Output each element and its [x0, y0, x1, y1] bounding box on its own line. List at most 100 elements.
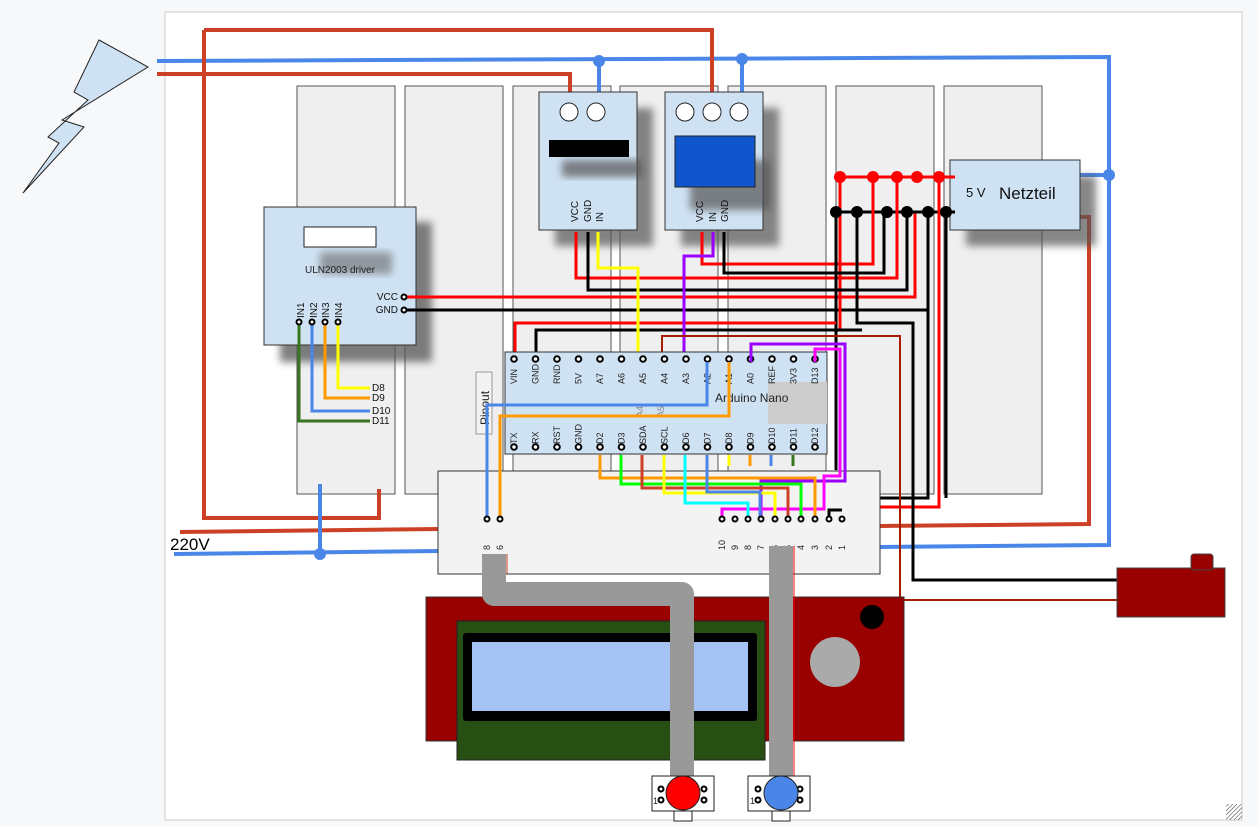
rotary-encoder-knob[interactable] — [810, 637, 860, 687]
psu-title: Netzteil — [999, 184, 1056, 203]
connector-pin-label: 1 — [837, 545, 847, 550]
uln-title: ULN2003 driver — [305, 265, 376, 276]
terminal — [729, 102, 749, 122]
faint-label: A4 — [635, 406, 645, 417]
connector-pin-label: 4 — [796, 545, 806, 550]
arduino-pin[interactable] — [768, 355, 776, 363]
connector-pin-label: 6 — [495, 545, 505, 550]
arduino-pin[interactable] — [639, 355, 647, 363]
arduino-pin[interactable] — [617, 443, 626, 451]
pinout-button[interactable]: Pinout — [475, 371, 493, 435]
button-pin-label: 1 — [653, 796, 658, 806]
relay-pin-label: GND — [720, 200, 731, 222]
arduino-pin[interactable] — [703, 443, 712, 451]
connector-pin[interactable] — [771, 515, 779, 523]
connector-pin[interactable] — [744, 515, 752, 523]
arduino-pin[interactable] — [789, 443, 798, 451]
junction-dot — [593, 55, 605, 67]
arduino-pin-label: D13 — [810, 367, 820, 384]
arduino-pin-label: GND — [574, 424, 584, 445]
relay-module-1[interactable]: VCC GND IN — [538, 91, 653, 246]
connector-pin[interactable] — [757, 515, 765, 523]
uln-pin-label: IN2 — [309, 302, 320, 318]
lcd-display-module[interactable] — [425, 596, 905, 761]
usb-port — [768, 382, 827, 424]
resize-handle[interactable] — [1226, 804, 1242, 820]
junction-dot — [736, 53, 748, 65]
connector-pin[interactable] — [718, 515, 726, 523]
uln-wire-label: D9 — [372, 393, 385, 404]
stepper-motor[interactable] — [1116, 553, 1226, 618]
arduino-pin[interactable] — [596, 443, 604, 451]
arduino-pin[interactable] — [768, 443, 776, 451]
arduino-pin[interactable] — [596, 355, 604, 363]
arduino-pin-label: D12 — [810, 427, 820, 444]
neutral-wire — [156, 54, 1111, 549]
arduino-pin[interactable] — [789, 355, 798, 363]
arduino-pin[interactable] — [746, 443, 755, 451]
lcd-screen — [472, 642, 748, 711]
relay-coil — [674, 135, 756, 188]
faint-label: A5 — [656, 406, 666, 417]
arduino-pin-label: RX — [531, 431, 541, 444]
relay-pin-label: VCC — [570, 201, 581, 222]
arduino-pin[interactable] — [725, 443, 733, 451]
arduino-pin[interactable] — [553, 443, 561, 451]
connector-pin[interactable] — [731, 515, 739, 523]
arduino-pin-label: SDA — [638, 425, 648, 444]
arduino-pin-label: SCL — [660, 426, 670, 444]
arduino-pin[interactable] — [811, 443, 819, 451]
arduino-pin-label: D6 — [681, 432, 691, 444]
relay-module-2[interactable]: VCC IN GND — [664, 91, 779, 246]
connector-pin-label: 7 — [756, 545, 766, 550]
junction-dot — [1103, 169, 1115, 181]
uln-wire-label: D11 — [372, 416, 390, 427]
arduino-pin-label: RST — [552, 425, 562, 444]
relay-pin-label: VCC — [695, 201, 706, 222]
arduino-pin[interactable] — [574, 443, 583, 451]
reset-button[interactable] — [860, 605, 884, 629]
bus-junctions — [830, 171, 952, 218]
relay-pin-label: GND — [583, 200, 594, 222]
arduino-pin-label: REF — [767, 365, 777, 384]
arduino-pin[interactable] — [639, 443, 647, 451]
connector-pin[interactable] — [483, 515, 491, 523]
terminal — [702, 102, 722, 122]
connector-pin-label: 2 — [824, 545, 834, 550]
uln-chip — [303, 226, 377, 248]
connector-pin[interactable] — [811, 515, 819, 523]
arduino-pin[interactable] — [574, 355, 583, 363]
uln2003-driver[interactable]: ULN2003 driver IN1 IN2 IN3 IN4 VCC GND — [263, 206, 432, 362]
arduino-pin[interactable] — [682, 443, 690, 451]
connector-pin[interactable] — [784, 515, 792, 523]
relay-pin-label: IN — [708, 212, 719, 222]
push-button-red[interactable]: 1 — [651, 775, 715, 822]
arduino-pin[interactable] — [553, 355, 561, 363]
power-supply-5v[interactable]: 5 V Netzteil — [949, 159, 1096, 246]
arduino-pin[interactable] — [660, 443, 669, 451]
connector-pin[interactable] — [797, 515, 805, 523]
psu-voltage: 5 V — [966, 185, 986, 200]
neutral-wire — [173, 549, 441, 556]
arduino-pin[interactable] — [617, 355, 626, 363]
relay-pin-label: IN — [595, 212, 606, 222]
junction-dot — [314, 548, 326, 560]
connector-pin[interactable] — [496, 515, 504, 523]
arduino-pin[interactable] — [660, 355, 669, 363]
arduino-pin[interactable] — [531, 443, 540, 451]
connector-pin[interactable] — [825, 515, 833, 523]
arduino-pin[interactable] — [510, 443, 518, 451]
arduino-pin[interactable] — [725, 355, 733, 363]
arduino-pin[interactable] — [510, 355, 518, 363]
arduino-pin-label: D11 — [789, 428, 799, 444]
arduino-pin[interactable] — [531, 355, 540, 363]
connector-pin[interactable] — [838, 515, 846, 523]
arduino-pin[interactable] — [682, 355, 690, 363]
arduino-pin-label: A6 — [617, 373, 627, 384]
relay-body — [549, 140, 629, 157]
arduino-pin-label: A5 — [638, 373, 648, 384]
push-button-blue[interactable]: 1 — [747, 775, 811, 822]
arduino-pin[interactable] — [703, 355, 712, 363]
